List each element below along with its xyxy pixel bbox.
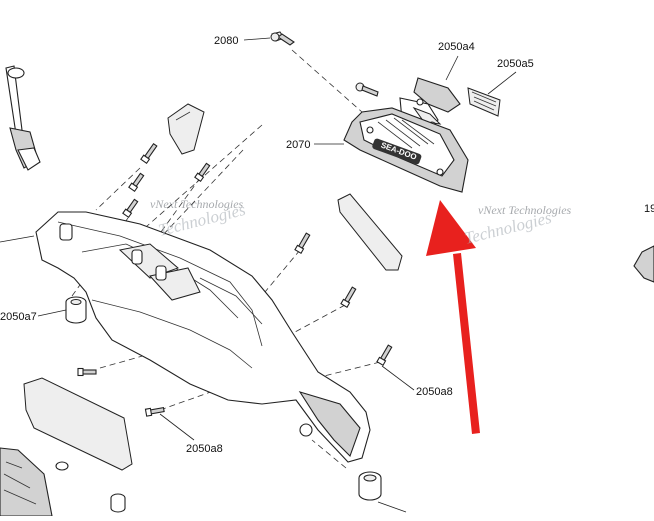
part-main-housing (35, 211, 371, 463)
label-2050a4: 2050a4 (438, 41, 475, 53)
part-wedge-cover (167, 103, 205, 155)
label-2050a5: 2050a5 (497, 58, 534, 70)
part-bottom-left-cover (0, 447, 126, 517)
part-small-screw (355, 82, 379, 97)
label-2050a8-bottom: 2050a8 (186, 443, 223, 455)
part-right-edge (633, 245, 654, 283)
red-arrow (426, 200, 480, 434)
part-2080-screw (270, 31, 295, 46)
part-2050a5-pad (467, 87, 501, 117)
label-2050a7: 2050a7 (0, 311, 37, 323)
part-2070-bracket: SEA-DOO (343, 107, 469, 193)
bolts (77, 142, 393, 417)
watermark-right-1: vNext Technologies (478, 203, 572, 217)
part-mirror-stalk (5, 65, 41, 171)
part-2050a7-spacer (65, 296, 87, 324)
label-2070: 2070 (286, 139, 310, 151)
label-19-cut: 19 (644, 203, 654, 215)
part-bottom-spacer (358, 471, 382, 501)
part-trim-strip (337, 193, 403, 271)
part-lower-panel (23, 377, 133, 471)
callout-labels: 2080 2050a4 2050a5 2070 2050a7 2050a8 20… (0, 35, 654, 455)
label-2080: 2080 (214, 35, 238, 47)
label-2050a8-right: 2050a8 (416, 386, 453, 398)
leader-lines (0, 37, 517, 513)
watermark-left-1: vNext Technologies (150, 197, 244, 211)
